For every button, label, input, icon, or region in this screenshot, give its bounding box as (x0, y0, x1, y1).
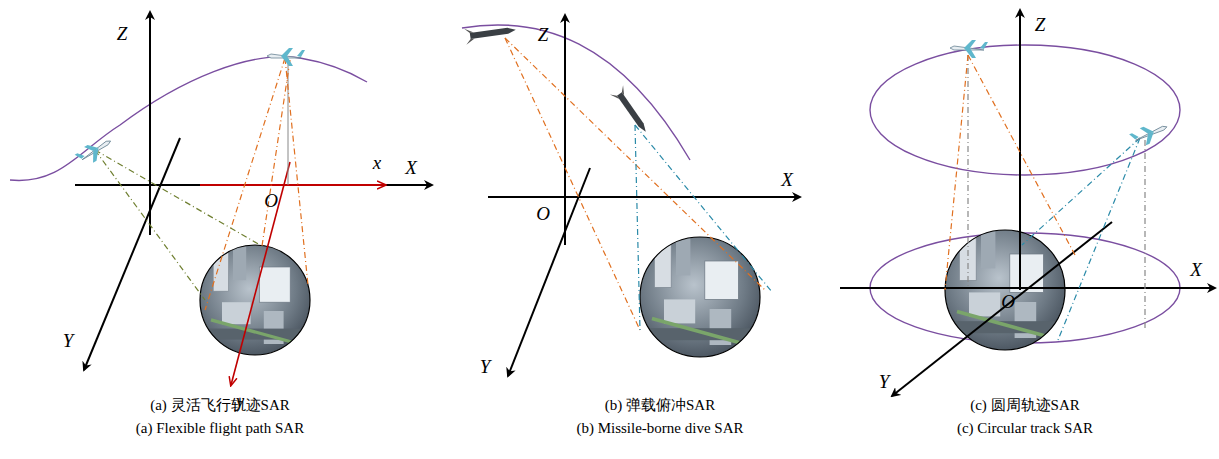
subfigure-caption: (b) Missile-borne dive SAR (576, 420, 743, 437)
axis-label: X (1190, 259, 1202, 281)
axis-label: Y (63, 330, 74, 352)
subfigure-caption: (c) Circular track SAR (957, 420, 1093, 437)
axis-label: Z (117, 23, 128, 45)
subfigure-caption: (a) 灵活飞行轨迹SAR (150, 396, 290, 415)
subfigure-caption: (b) 弹载俯冲SAR (605, 396, 715, 415)
subfigure-caption: (c) 圆周轨迹SAR (970, 396, 1080, 415)
axis-label: Z (538, 24, 549, 46)
axis-label: Y (480, 356, 491, 378)
axis-label: Z (1035, 14, 1046, 36)
axis-label: O (536, 203, 550, 225)
axis-label: x (373, 152, 381, 174)
axis-label: O (264, 190, 278, 212)
subfigure-caption: (a) Flexible flight path SAR (136, 420, 304, 437)
axis-label: O (1001, 291, 1015, 313)
axis-label: X (405, 157, 417, 179)
axis-label: X (781, 169, 793, 191)
axis-label: Y (879, 371, 890, 393)
